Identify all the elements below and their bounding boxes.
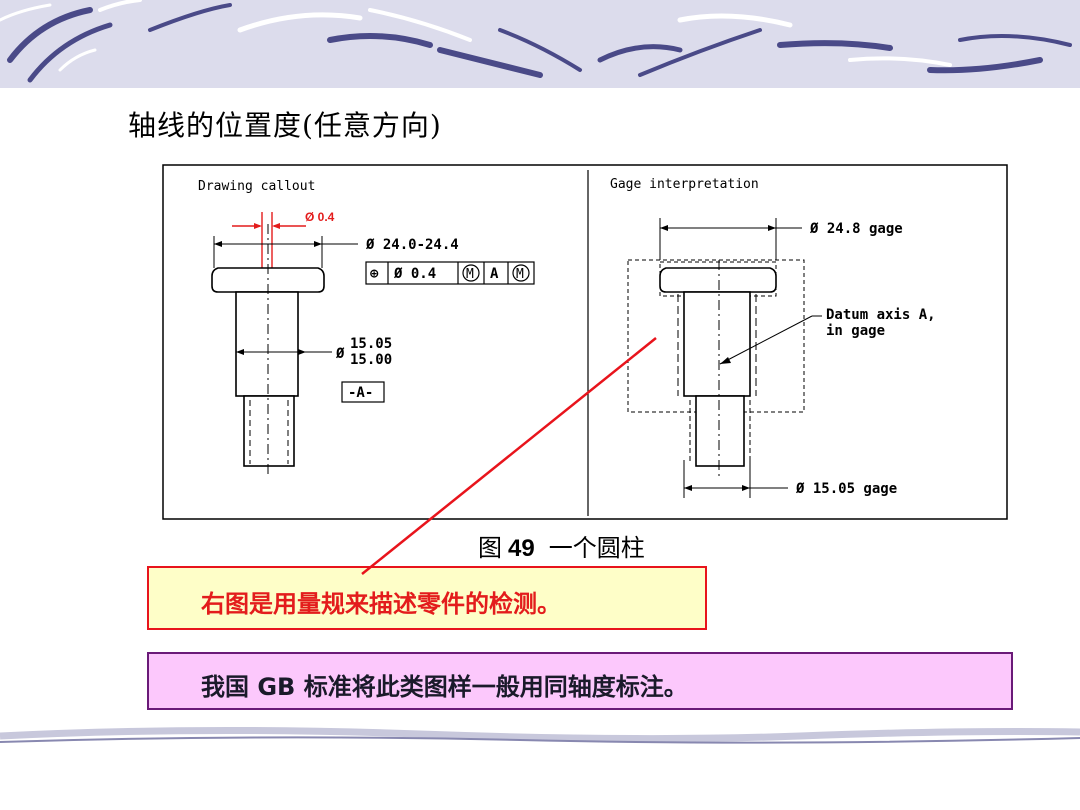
- bottom-gage-label: Ø 15.05 gage: [795, 481, 897, 497]
- mmc-modifier-1: M: [466, 267, 474, 282]
- part-body: [235, 291, 299, 397]
- header-decoration: [0, 0, 1080, 88]
- shaft-diameter-symbol: Ø: [335, 346, 345, 362]
- gage-part-body: [683, 291, 751, 397]
- technical-drawing: Drawing callout Ø 0.4 Ø 24.0-24.4: [162, 164, 1008, 520]
- left-panel-heading: Drawing callout: [198, 179, 315, 194]
- shaft-upper-limit: 15.05: [350, 336, 392, 352]
- part-thread: [243, 395, 295, 467]
- slide-title: 轴线的位置度(任意方向): [128, 109, 442, 142]
- right-panel: Gage interpretation Ø 24.8 gage: [610, 177, 936, 498]
- right-panel-heading: Gage interpretation: [610, 177, 759, 192]
- outer-diameter-label: Ø 24.0-24.4: [365, 237, 459, 253]
- note-gb-standard-text: 我国 GB 标准将此类图样一般用同轴度标注。: [201, 673, 688, 701]
- caption-prefix: 图: [478, 534, 502, 562]
- datum-note-line1: Datum axis A,: [826, 307, 936, 323]
- note-gb-standard: 我国 GB 标准将此类图样一般用同轴度标注。: [147, 652, 1013, 710]
- note-gage-inspection-text: 右图是用量规来描述零件的检测。: [201, 590, 561, 618]
- footer-decoration: [0, 726, 1080, 744]
- frame-tolerance: Ø 0.4: [393, 266, 436, 282]
- gage-part-head: [659, 267, 777, 293]
- top-gage-label: Ø 24.8 gage: [809, 221, 903, 237]
- gage-part-thread: [695, 395, 745, 467]
- shaft-lower-limit: 15.00: [350, 352, 392, 368]
- note-gage-inspection: 右图是用量规来描述零件的检测。: [147, 566, 707, 630]
- frame-datum: A: [490, 266, 499, 282]
- datum-note-line2: in gage: [826, 323, 885, 339]
- caption-number: 49: [508, 535, 535, 562]
- mmc-modifier-2: M: [516, 267, 524, 282]
- position-symbol: ⊕: [370, 266, 379, 282]
- tolerance-label: Ø 0.4: [305, 210, 335, 224]
- caption-text: 一个圆柱: [548, 534, 645, 562]
- datum-label: -A-: [348, 385, 373, 401]
- feature-control-frame: [365, 261, 535, 285]
